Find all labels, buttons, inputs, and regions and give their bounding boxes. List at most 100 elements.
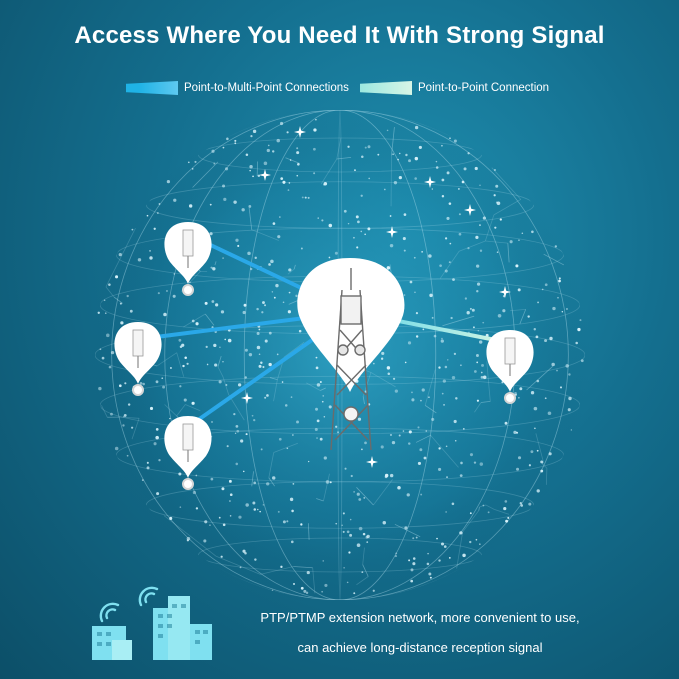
- globe-dot: [445, 511, 447, 513]
- globe-dot: [436, 537, 438, 540]
- globe-dot: [528, 464, 531, 467]
- globe-dot: [429, 576, 432, 579]
- globe-dot: [323, 416, 326, 418]
- legend-ptmp-label: Point-to-Multi-Point Connections: [184, 82, 349, 94]
- globe-dot: [403, 249, 406, 252]
- globe-dot: [321, 400, 324, 403]
- globe-dot: [406, 493, 410, 497]
- globe-dot: [394, 555, 398, 558]
- globe-dot: [146, 214, 149, 217]
- globe-dot: [473, 326, 475, 329]
- globe-dot: [214, 363, 218, 367]
- globe-dot: [307, 196, 310, 199]
- globe-dot: [372, 589, 375, 592]
- globe-dot: [577, 327, 581, 332]
- globe-dot: [476, 282, 481, 286]
- globe-dot: [408, 559, 411, 562]
- tower-pin: [297, 258, 405, 451]
- globe-dot: [166, 290, 168, 292]
- globe-dot: [507, 516, 510, 519]
- globe-dot: [256, 508, 259, 511]
- globe-dot: [547, 411, 552, 416]
- globe-dot: [466, 311, 470, 315]
- globe-dot: [528, 502, 532, 506]
- globe-dot: [479, 224, 481, 226]
- globe-dot: [474, 166, 478, 171]
- globe-dot: [462, 553, 466, 558]
- globe-dot: [561, 311, 564, 313]
- globe-dot: [575, 341, 578, 345]
- globe-dot: [460, 364, 462, 367]
- globe-dot: [126, 294, 129, 298]
- globe-dot: [237, 383, 242, 387]
- globe-dot: [439, 264, 442, 268]
- globe-dot: [384, 475, 388, 479]
- globe-dot: [313, 172, 316, 175]
- globe-dot: [450, 316, 453, 320]
- globe-dot: [386, 266, 391, 270]
- globe-dot: [237, 244, 240, 247]
- globe-dot: [273, 296, 276, 299]
- globe-dot: [544, 339, 548, 343]
- globe-dot: [349, 518, 352, 521]
- globe-dot: [195, 507, 199, 510]
- globe-dot: [427, 552, 429, 555]
- globe-dot: [191, 168, 194, 170]
- globe-dot: [238, 515, 242, 519]
- globe-dot: [404, 361, 407, 364]
- globe-dot: [447, 359, 449, 361]
- globe-dot: [536, 489, 540, 493]
- globe-dot: [192, 490, 197, 495]
- globe-dot: [169, 367, 172, 369]
- globe-dot: [557, 296, 559, 299]
- globe-dot: [229, 493, 233, 497]
- globe-dot: [224, 338, 227, 341]
- globe-dot: [429, 293, 433, 298]
- globe-dot: [568, 396, 572, 401]
- globe-dot: [458, 232, 462, 236]
- globe-dot: [288, 268, 292, 272]
- globe-dot: [277, 510, 280, 513]
- globe-dot: [272, 222, 276, 225]
- globe-dot: [475, 538, 478, 541]
- sparkle-icon: [464, 204, 476, 216]
- globe-dot: [386, 366, 391, 370]
- globe-dot: [220, 310, 225, 314]
- globe-dot: [235, 425, 239, 428]
- globe-dot: [142, 382, 145, 386]
- globe-dot: [549, 336, 553, 341]
- globe-dot: [513, 430, 517, 435]
- globe-dot: [222, 361, 224, 363]
- globe-dot: [407, 341, 412, 345]
- globe-dot: [391, 440, 396, 445]
- globe-dot: [475, 264, 480, 268]
- globe-dot: [397, 485, 401, 490]
- globe-dot: [315, 366, 319, 370]
- globe-dot: [412, 557, 416, 560]
- globe-dot: [570, 429, 573, 431]
- globe-dot: [363, 497, 366, 499]
- globe-dot: [149, 406, 154, 411]
- globe-dot: [218, 516, 221, 519]
- globe-dot: [316, 419, 320, 423]
- globe-dot: [476, 290, 479, 293]
- globe-dot: [347, 222, 350, 225]
- globe-dot: [356, 543, 361, 547]
- globe-dot: [421, 388, 425, 392]
- globe-dot: [421, 251, 423, 253]
- globe-dot: [328, 223, 333, 228]
- globe-dot: [268, 263, 271, 266]
- globe-dot: [389, 473, 394, 478]
- globe-dot: [119, 302, 122, 305]
- globe-dot: [358, 526, 363, 531]
- globe-dot: [482, 375, 487, 380]
- globe-dot: [244, 376, 247, 379]
- globe-dot: [234, 142, 237, 145]
- globe-dot: [108, 283, 111, 286]
- globe-dot: [277, 235, 281, 239]
- globe-grid: [95, 110, 585, 600]
- globe-dot: [448, 556, 451, 559]
- legend-ptp-swatch: [360, 81, 412, 95]
- globe-dot: [149, 256, 153, 260]
